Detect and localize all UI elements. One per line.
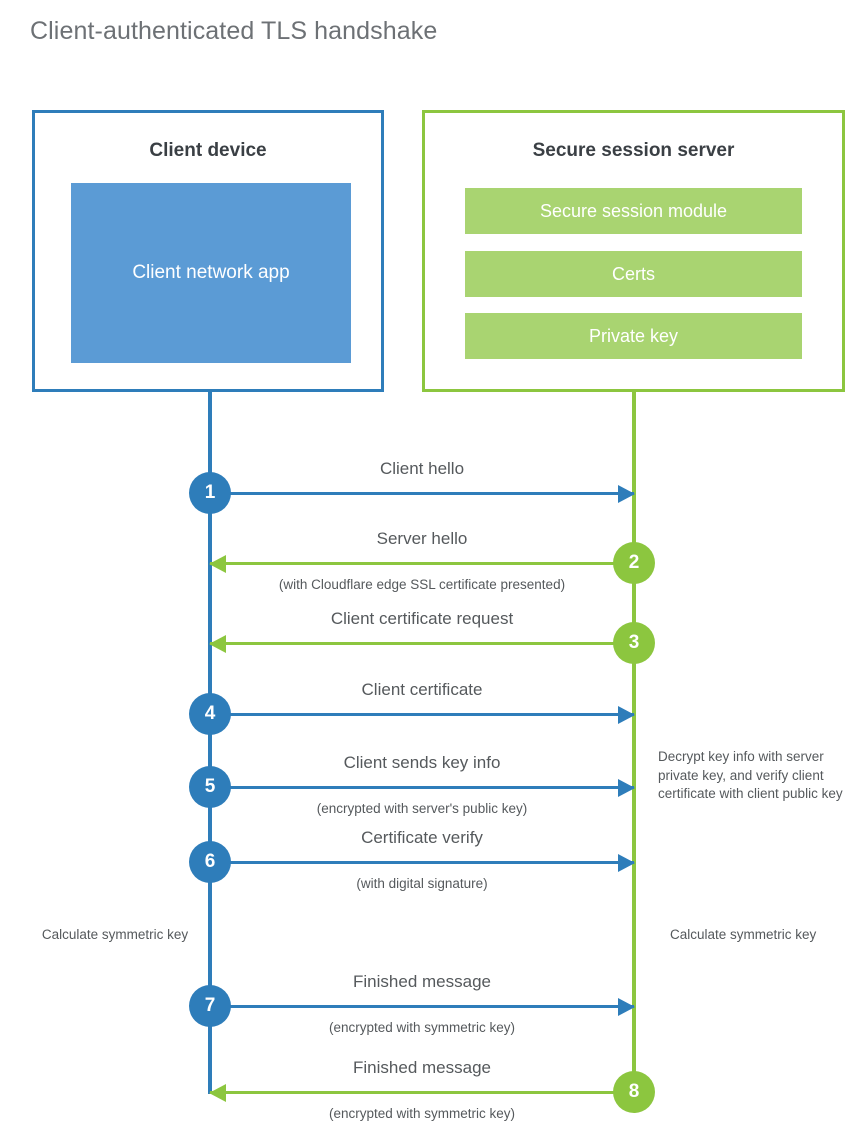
step-6-sublabel: (with digital signature) <box>356 876 488 891</box>
client-lifeline <box>208 392 212 1094</box>
step-1-number-badge: 1 <box>189 472 231 514</box>
client-network-app-block: Client network app <box>71 183 351 363</box>
step-8-arrow-icon <box>209 1084 226 1102</box>
step-5-arrow-line <box>210 786 634 789</box>
step-5-sublabel: (encrypted with server's public key) <box>316 801 528 816</box>
step-5-label: Client sends key info <box>343 753 501 772</box>
server-component-secure-session-module: Secure session module <box>465 188 802 234</box>
step-5-number-badge: 5 <box>189 766 231 808</box>
step-4-arrow-icon <box>618 706 635 724</box>
step-3-label: Client certificate request <box>330 609 514 628</box>
step-2-arrow-icon <box>209 555 226 573</box>
server-component-private-key: Private key <box>465 313 802 359</box>
step-6-arrow-icon <box>618 854 635 872</box>
step-4-arrow-line <box>210 713 634 716</box>
step-2-sublabel: (with Cloudflare edge SSL certificate pr… <box>278 577 566 592</box>
step-5-arrow-icon <box>618 779 635 797</box>
step-8-label: Finished message <box>353 1058 491 1077</box>
note-server-calculate-symmetric-key: Calculate symmetric key <box>670 927 817 942</box>
step-2-number-badge: 2 <box>613 542 655 584</box>
server-lifeline <box>632 392 636 1094</box>
step-1-arrow-icon <box>618 485 635 503</box>
client-device-box: Client device Client network app <box>32 110 384 392</box>
secure-session-server-box: Secure session server Secure session mod… <box>422 110 845 392</box>
step-7-sublabel: (encrypted with symmetric key) <box>328 1020 516 1035</box>
step-2-arrow-line <box>210 562 634 565</box>
step-8-number-badge: 8 <box>613 1071 655 1113</box>
step-6-number-badge: 6 <box>189 841 231 883</box>
step-7-arrow-icon <box>618 998 635 1016</box>
step-7-number-badge: 7 <box>189 985 231 1027</box>
step-3-arrow-icon <box>209 635 226 653</box>
step-4-number-badge: 4 <box>189 693 231 735</box>
step-8-sublabel: (encrypted with symmetric key) <box>328 1106 516 1121</box>
note-client-calculate-symmetric-key: Calculate symmetric key <box>41 927 189 942</box>
server-component-certs: Certs <box>465 251 802 297</box>
step-1-label: Client hello <box>379 459 465 478</box>
step-7-label: Finished message <box>353 972 491 991</box>
step-3-arrow-line <box>210 642 634 645</box>
note-decrypt-key-info: Decrypt key info with server private key… <box>658 749 843 802</box>
client-device-title: Client device <box>149 140 267 161</box>
step-4-label: Client certificate <box>361 680 483 699</box>
step-6-arrow-line <box>210 861 634 864</box>
secure-session-server-title: Secure session server <box>532 140 735 161</box>
step-8-arrow-line <box>210 1091 634 1094</box>
step-3-number-badge: 3 <box>613 622 655 664</box>
step-2-label: Server hello <box>376 529 468 548</box>
step-1-arrow-line <box>210 492 634 495</box>
step-7-arrow-line <box>210 1005 634 1008</box>
step-6-label: Certificate verify <box>361 828 483 847</box>
page-title: Client-authenticated TLS handshake <box>30 17 438 45</box>
